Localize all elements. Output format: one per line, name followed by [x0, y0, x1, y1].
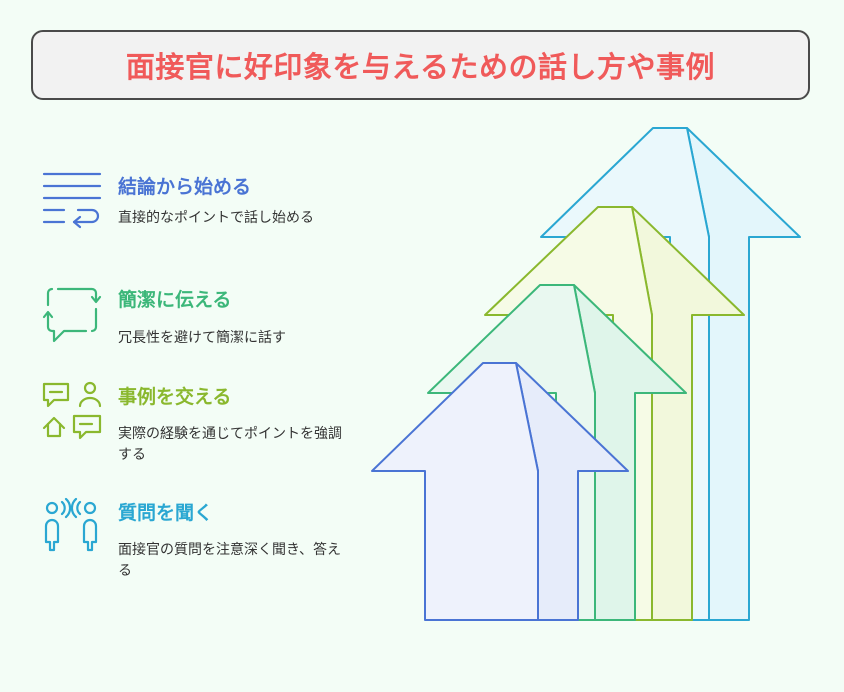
step-listen-to-questions: 質問を聞く 面接官の質問を注意深く聞き、答える [40, 496, 360, 586]
people-talking-icon [44, 497, 98, 552]
step-use-examples: 事例を交える 実際の経験を通じてポイントを強調する [40, 380, 360, 470]
step-heading: 簡潔に伝える [118, 289, 232, 311]
step-heading: 結論から始める [118, 176, 252, 198]
chat-person-home-icon [42, 381, 102, 440]
step-description: 冗長性を避けて簡潔に話す [118, 330, 286, 346]
speech-bubble-arrows-icon [42, 287, 102, 343]
page-title: 面接官に好印象を与えるための話し方や事例 [125, 50, 716, 84]
step-heading: 事例を交える [118, 386, 232, 408]
step-conclusion-first: 結論から始める 直接的なポイントで話し始める [40, 168, 360, 258]
step-be-concise: 簡潔に伝える 冗長性を避けて簡潔に話す [40, 285, 360, 355]
title-banner: 面接官に好印象を与えるための話し方や事例 [31, 30, 810, 100]
step-description: 直接的なポイントで話し始める [118, 210, 314, 226]
arrow-1 [371, 362, 629, 621]
step-description: 面接官の質問を注意深く聞き、答える [118, 542, 342, 579]
arrow-2 [427, 284, 687, 621]
lines-return-icon [42, 172, 102, 229]
step-heading: 質問を聞く [118, 502, 214, 524]
step-description: 実際の経験を通じてポイントを強調する [118, 426, 342, 463]
